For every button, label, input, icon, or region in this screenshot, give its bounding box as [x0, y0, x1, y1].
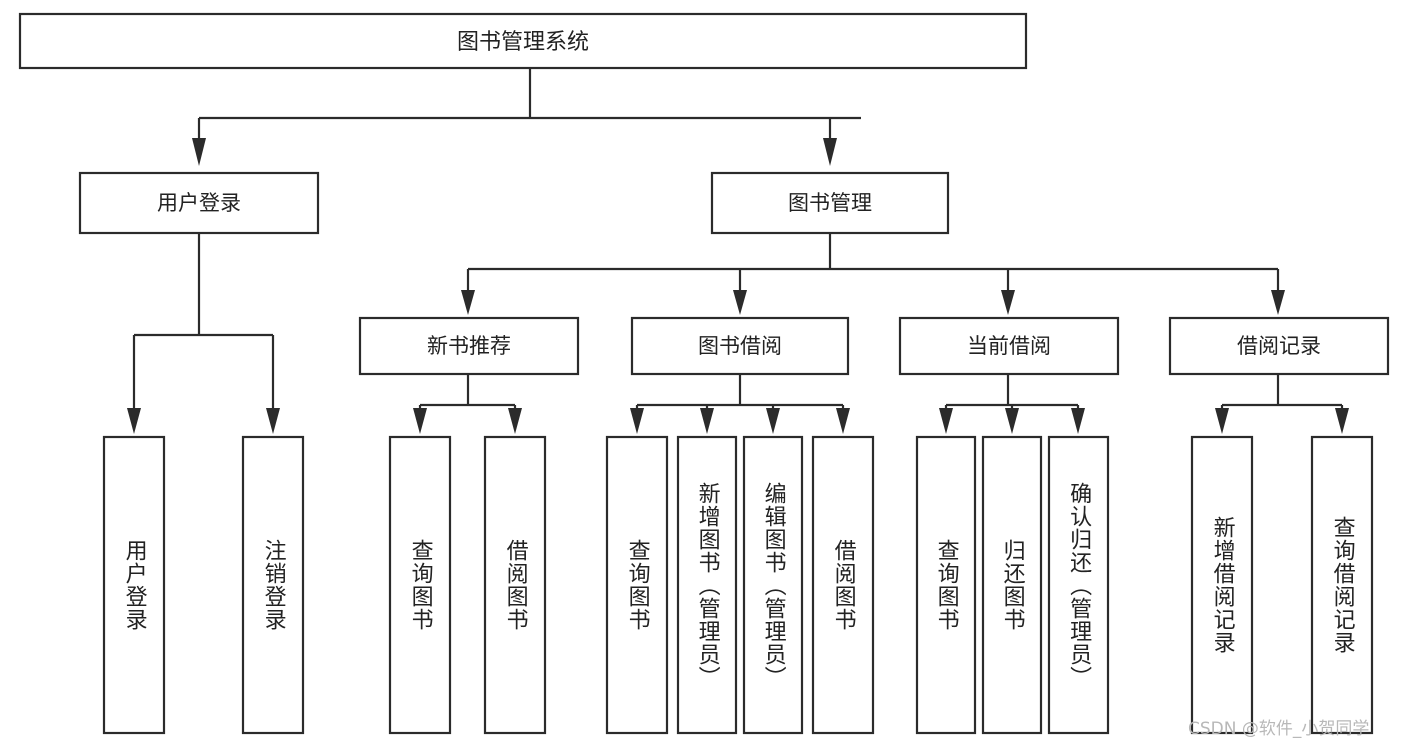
node-current-borrow[interactable]: 当前借阅	[898, 316, 1120, 376]
node-leaf-logout-login-box[interactable]	[241, 435, 305, 735]
node-current-borrow-label: 当前借阅	[967, 334, 1051, 358]
node-leaf-query-book-3-box[interactable]	[915, 435, 977, 735]
arrow-head-new-book-recommend	[461, 290, 475, 315]
node-book-borrow[interactable]: 图书借阅	[630, 316, 850, 376]
arrow-head-book-borrow	[733, 290, 747, 315]
node-current-borrow-box[interactable]	[898, 316, 1120, 376]
node-book-manage[interactable]: 图书管理	[710, 171, 950, 235]
node-leaf-borrow-book-2-box[interactable]	[811, 435, 875, 735]
arrow-head-leaf-add-book-admin	[700, 408, 714, 434]
arrow-head-leaf-user-login	[127, 408, 141, 434]
node-root-box[interactable]	[18, 12, 1028, 70]
arrow-head-leaf-query-borrow-record	[1335, 408, 1349, 434]
node-leaf-add-borrow-record-box[interactable]	[1190, 435, 1254, 735]
node-root-label: 图书管理系统	[457, 30, 589, 55]
node-leaf-borrow-book-1-box[interactable]	[483, 435, 547, 735]
node-user-login[interactable]: 用户登录	[78, 171, 320, 235]
arrow-head-borrow-record	[1271, 290, 1285, 315]
node-leaf-query-borrow-record-box[interactable]	[1310, 435, 1374, 735]
node-leaf-add-book-admin-box[interactable]	[676, 435, 738, 735]
arrow-head-leaf-query-book-3	[939, 408, 953, 434]
node-leaf-query-book-1-box[interactable]	[388, 435, 452, 735]
arrow-head-leaf-edit-book-admin	[766, 408, 780, 434]
node-borrow-record[interactable]: 借阅记录	[1168, 316, 1390, 376]
arrow-head-current-borrow	[1001, 290, 1015, 315]
node-book-borrow-label: 图书借阅	[698, 334, 782, 358]
node-book-manage-label: 图书管理	[788, 191, 872, 215]
node-leaf-edit-book-admin-box[interactable]	[742, 435, 804, 735]
connector-group-book-manage	[461, 233, 1285, 315]
arrow-head-leaf-add-borrow-record	[1215, 408, 1229, 434]
arrow-head-user-login	[192, 138, 206, 166]
arrow-head-book-manage	[823, 138, 837, 166]
connector-group-current-borrow	[939, 374, 1085, 434]
connector-group-root	[192, 68, 861, 166]
arrow-head-leaf-confirm-return-admin	[1071, 408, 1085, 434]
arrow-head-leaf-query-book-1	[413, 408, 427, 434]
node-user-login-box[interactable]	[78, 171, 320, 235]
node-new-book-recommend-label: 新书推荐	[427, 334, 511, 358]
connector-group-user-login	[127, 233, 280, 434]
node-user-login-label: 用户登录	[157, 191, 241, 215]
arrow-head-leaf-borrow-book-1	[508, 408, 522, 434]
arrow-head-leaf-borrow-book-2	[836, 408, 850, 434]
arrow-head-leaf-return-book	[1005, 408, 1019, 434]
node-borrow-record-box[interactable]	[1168, 316, 1390, 376]
node-leaf-query-book-2-box[interactable]	[605, 435, 669, 735]
arrow-head-leaf-logout-login	[266, 408, 280, 434]
node-new-book-recommend[interactable]: 新书推荐	[358, 316, 580, 376]
node-book-manage-box[interactable]	[710, 171, 950, 235]
node-book-borrow-box[interactable]	[630, 316, 850, 376]
node-new-book-recommend-box[interactable]	[358, 316, 580, 376]
node-root[interactable]: 图书管理系统	[18, 12, 1028, 70]
connector-group-borrow-record	[1215, 374, 1349, 434]
connector-group-book-borrow	[630, 374, 850, 434]
arrow-head-leaf-query-book-2	[630, 408, 644, 434]
connector-group-new-book-recommend	[413, 374, 522, 434]
node-leaf-return-book-box[interactable]	[981, 435, 1043, 735]
node-borrow-record-label: 借阅记录	[1237, 334, 1321, 358]
node-leaf-confirm-return-admin-box[interactable]	[1047, 435, 1110, 735]
node-leaf-user-login-box[interactable]	[102, 435, 166, 735]
